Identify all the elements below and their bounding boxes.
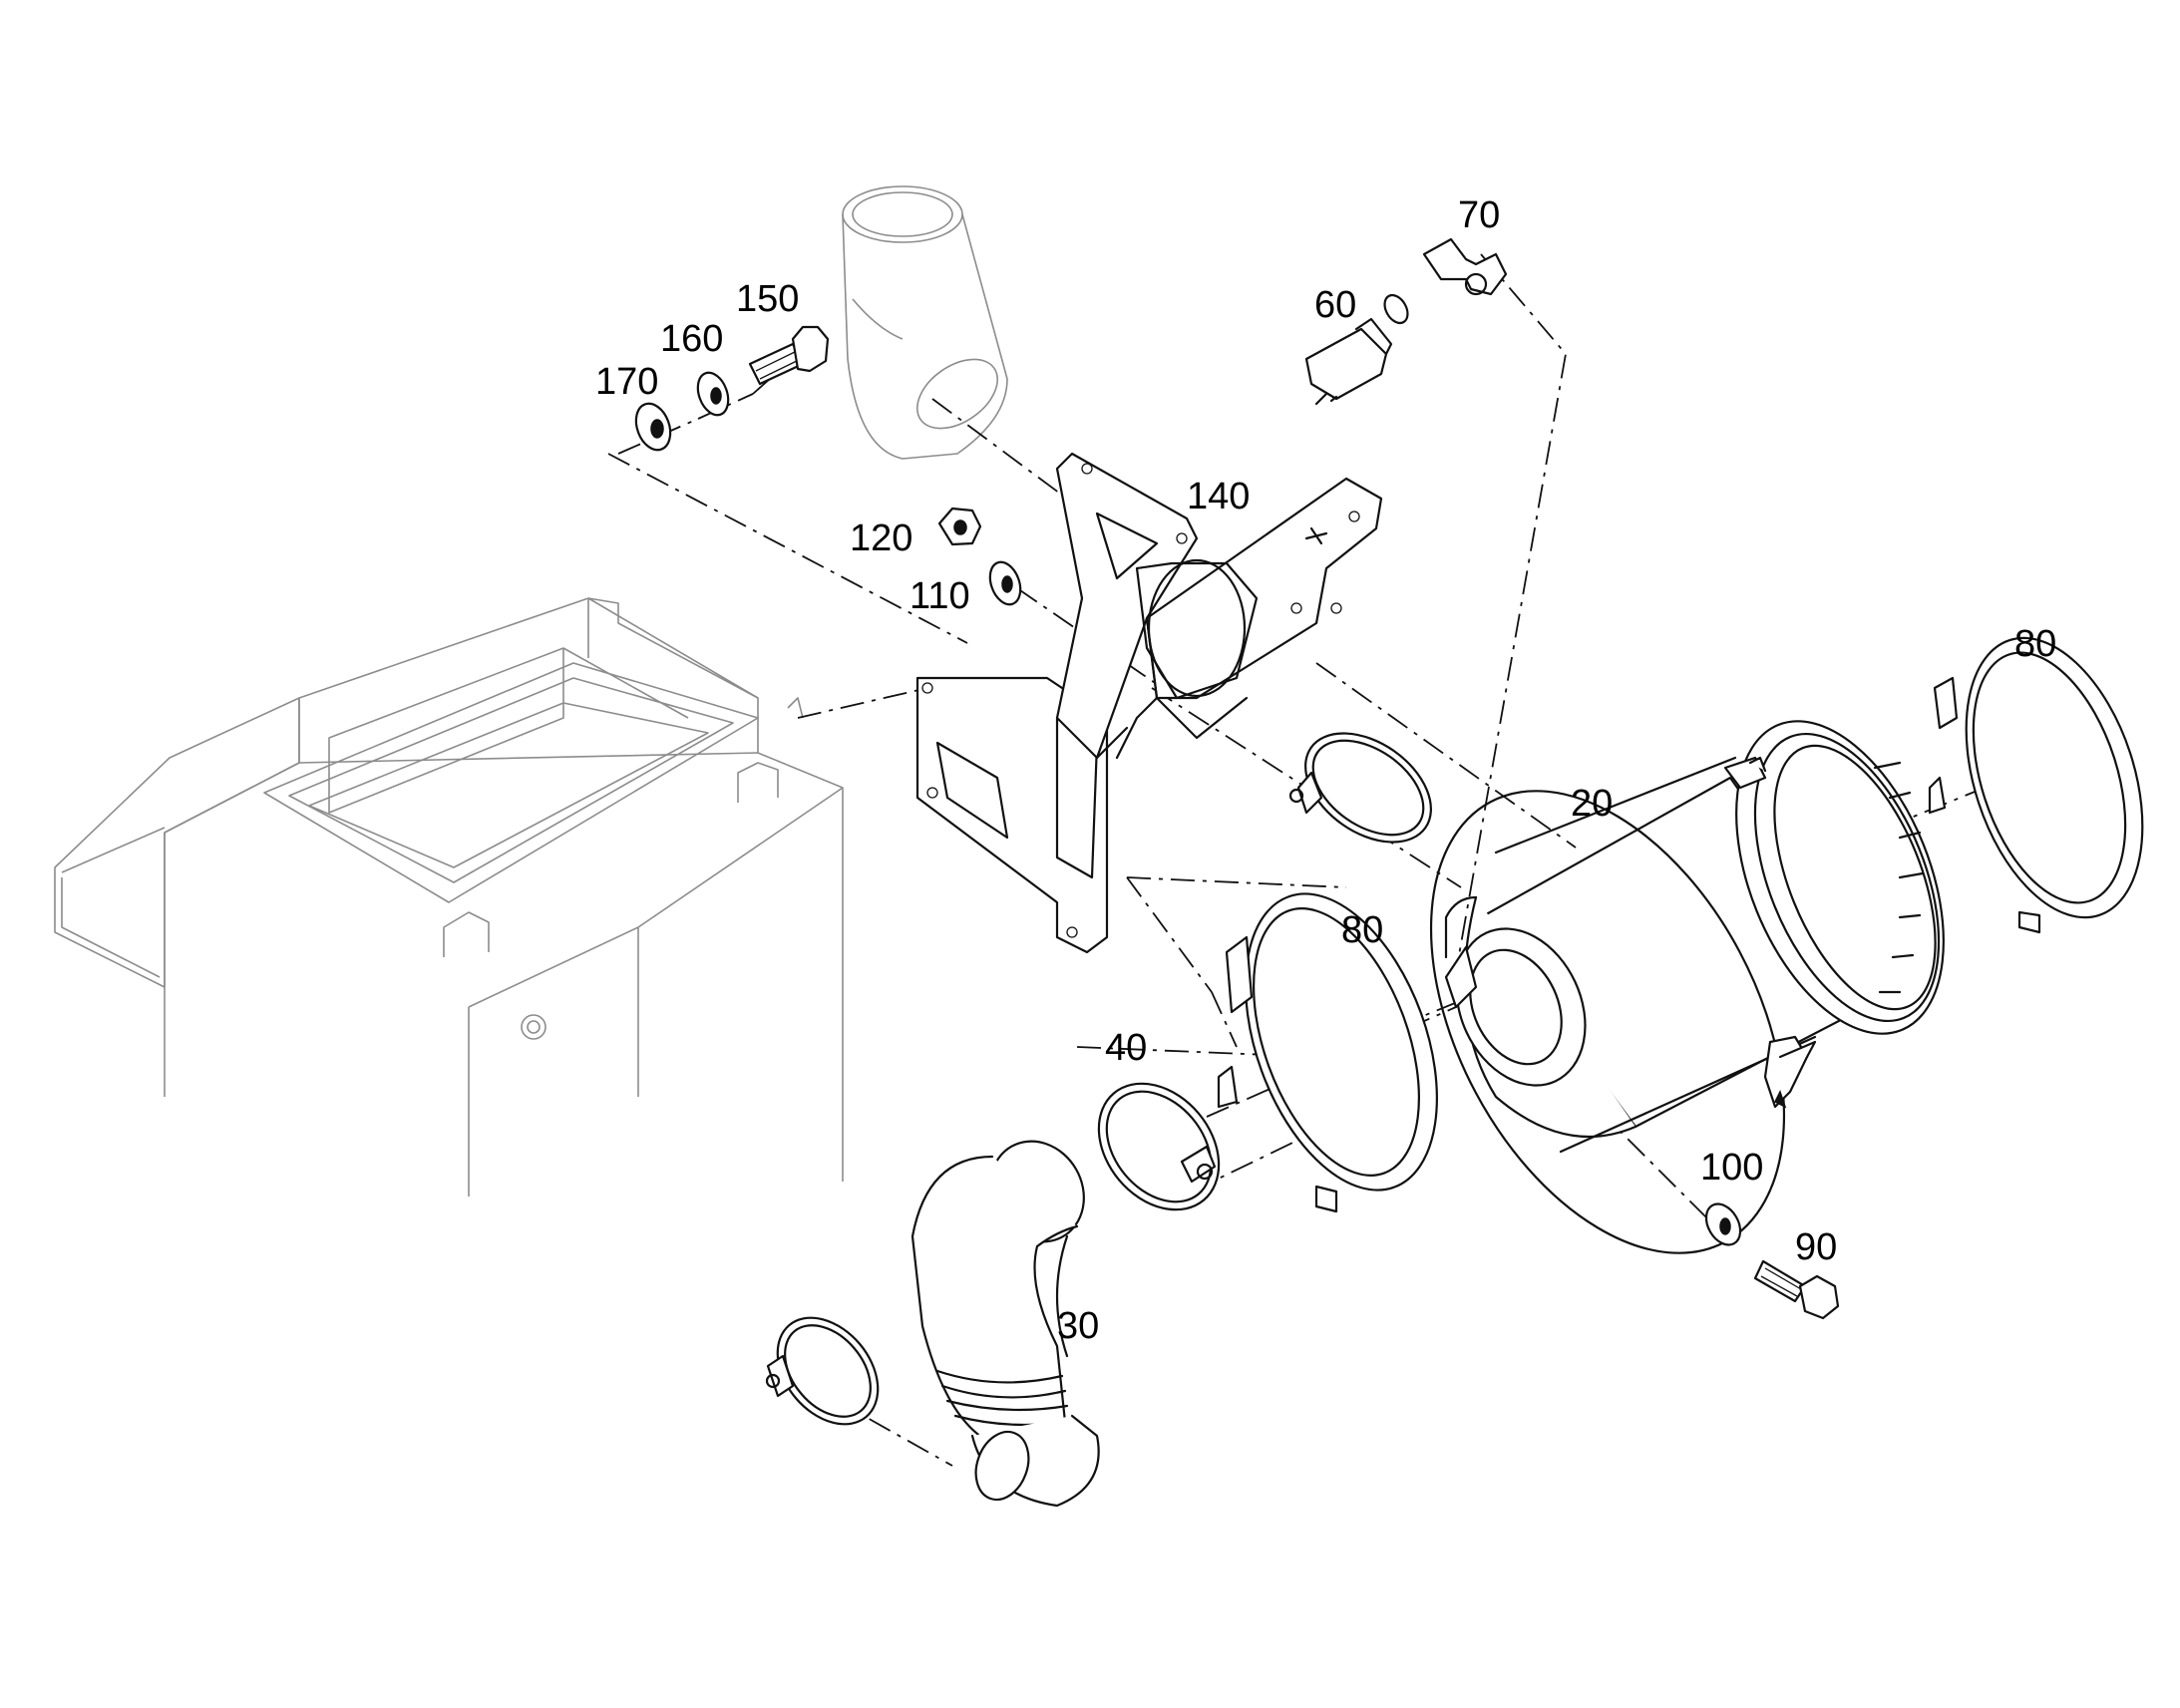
label-100: 100 [1700, 1147, 1763, 1189]
part-labels: 20 30 40 60 70 80 80 90 100 110 120 140 … [595, 194, 2056, 1347]
ghost-engine-housing [54, 597, 844, 1196]
washer-170 [634, 402, 672, 452]
elbow-70 [1422, 237, 1508, 296]
label-70: 70 [1458, 194, 1500, 236]
air-filter-housing-20 [1429, 720, 1945, 1254]
hose-30 [910, 1140, 1100, 1508]
washer-100 [1704, 1202, 1742, 1246]
ghost-upper-elbow-duct [842, 185, 1008, 460]
label-140: 140 [1187, 476, 1250, 517]
label-160: 160 [660, 318, 723, 360]
nut-120 [937, 507, 982, 546]
label-150: 150 [736, 278, 799, 320]
hose-clamp-lower [765, 1316, 880, 1426]
oring-60 [1383, 293, 1409, 325]
label-80-left: 80 [1341, 909, 1383, 951]
label-120: 120 [850, 517, 912, 559]
bolt-90 [1753, 1259, 1840, 1320]
bolt-150 [748, 325, 830, 386]
band-clamp-80-right [1928, 636, 2144, 934]
label-80-right: 80 [2014, 623, 2056, 665]
hose-clamp-upper [1288, 732, 1432, 844]
label-40: 40 [1105, 1027, 1147, 1069]
label-90: 90 [1795, 1226, 1837, 1268]
label-110: 110 [909, 575, 970, 617]
sensor-60 [1304, 317, 1393, 406]
band-clamp-80-left [1217, 892, 1438, 1213]
hose-clamp-40 [1097, 1082, 1221, 1211]
washer-110 [988, 560, 1022, 606]
label-170: 170 [595, 361, 658, 403]
label-60: 60 [1314, 284, 1356, 326]
label-30: 30 [1057, 1305, 1099, 1347]
washer-160 [696, 371, 730, 417]
label-20: 20 [1571, 783, 1613, 825]
bracket-140 [915, 452, 1383, 954]
